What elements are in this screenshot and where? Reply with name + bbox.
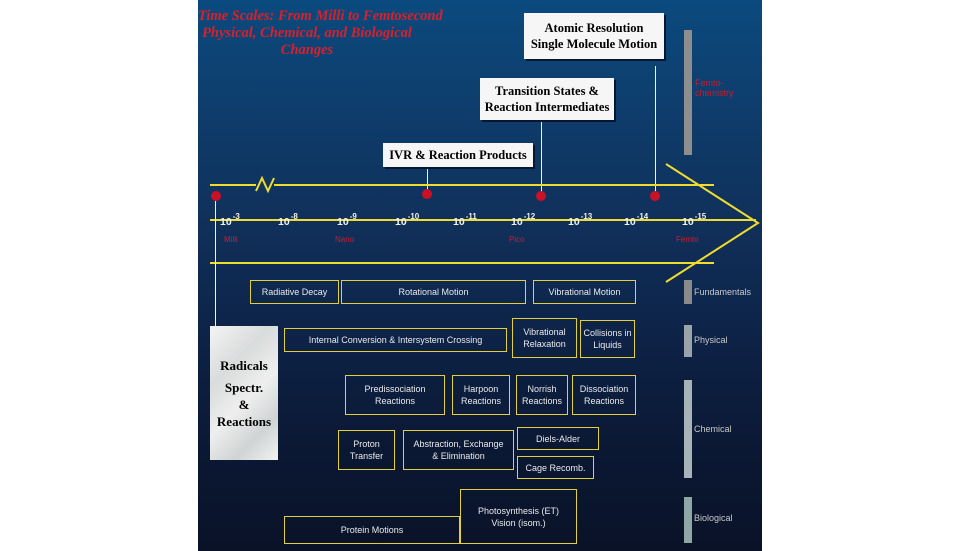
box-diels-alder: Diels-Alder [517,427,599,450]
callout-atomic-resolution: Atomic Resolution Single Molecule Motion [524,13,664,59]
unit-pico: Pico [509,235,525,244]
marker-transition [536,191,546,201]
leader-ivr [427,165,428,196]
box-abstraction: Abstraction, Exchange & Elimination [403,430,514,470]
callout-atomic-line-2: Single Molecule Motion [530,37,658,51]
unit-femto: Femto [676,235,699,244]
arrow-head [665,163,760,283]
box-protein-motions: Protein Motions [284,516,460,544]
tick-1e-12: 10-12 [511,212,536,228]
tick-1e-14: 10-14 [624,212,649,228]
label-chemical: Chemical [694,424,732,434]
callout-transition-states: Transition States & Reaction Intermediat… [480,78,614,120]
box-cage-recomb: Cage Recomb. [517,456,594,479]
tick-1e-11: 10-11 [453,212,477,228]
title-line-1: Time Scales: From Milli to Femtosecond [198,8,443,24]
title-line-2: Physical, Chemical, and Biological [202,25,412,41]
axis-top-line-left [210,184,256,186]
leader-transition [541,120,542,196]
bar-chemical [684,380,692,478]
box-vibrational-motion: Vibrational Motion [533,280,636,304]
callout-ivr-line-1: IVR & Reaction Products [389,148,527,162]
box-collisions-in-liquids: Collisions in Liquids [580,320,635,358]
callout-atomic-line-1: Atomic Resolution [544,21,644,35]
leader-milli [215,201,216,326]
label-physical: Physical [694,335,728,345]
box-rotational-motion: Rotational Motion [341,280,526,304]
unit-milli: Milli [224,235,238,244]
marker-ivr [422,189,432,199]
bar-biological [684,497,692,543]
tick-1e-3: 10-3 [220,212,240,228]
tick-1e-15: 10-15 [682,212,707,228]
box-predissociation: Predissociation Reactions [345,375,445,415]
axis-top-line-right [274,184,714,186]
callout-transition-line-1: Transition States & [495,84,599,98]
title-line-3: Changes [280,42,334,58]
marker-atomic [650,191,660,201]
timescale-poster: Time Scales: From Milli to Femtosecond P… [198,0,762,551]
side-box-line-1: Radicals [220,357,268,373]
callout-transition-line-2: Reaction Intermediates [484,100,610,114]
axis-bottom-line [210,262,714,264]
tick-1e-13: 10-13 [568,212,593,228]
poster-title: Time Scales: From Milli to Femtosecond P… [198,8,443,59]
axis-break-mark [255,175,275,194]
unit-nano: Nano [335,235,355,244]
label-fundamentals: Fundamentals [694,287,752,297]
bar-fundamentals [684,280,692,304]
label-biological: Biological [694,513,733,523]
bar-physical [684,325,692,357]
radicals-spectroscopy-box: Radicals Spectr. & Reactions [210,326,278,460]
leader-atomic [655,66,656,196]
box-harpoon: Harpoon Reactions [452,375,510,415]
box-dissociation: Dissociation Reactions [572,375,636,415]
box-norrish: Norrish Reactions [516,375,568,415]
tick-1e-8: 10-8 [278,212,298,228]
box-internal-conversion: Internal Conversion & Intersystem Crossi… [284,328,507,352]
tick-1e-10: 10-10 [395,212,420,228]
box-proton-transfer: Proton Transfer [338,430,395,470]
marker-milli [211,191,221,201]
box-vibrational-relaxation: Vibrational Relaxation [512,318,577,358]
callout-ivr: IVR & Reaction Products [383,143,533,167]
tick-1e-9: 10-9 [337,212,357,228]
side-box-line-2: Spectr. & Reactions [216,379,272,429]
bar-femtochemistry [684,30,692,155]
box-radiative-decay: Radiative Decay [250,280,339,304]
label-femtochemistry: Femto- chemistry [695,78,734,98]
axis-middle-line [210,219,756,221]
box-photosynthesis-vision: Photosynthesis (ET) Vision (isom.) [460,489,577,544]
